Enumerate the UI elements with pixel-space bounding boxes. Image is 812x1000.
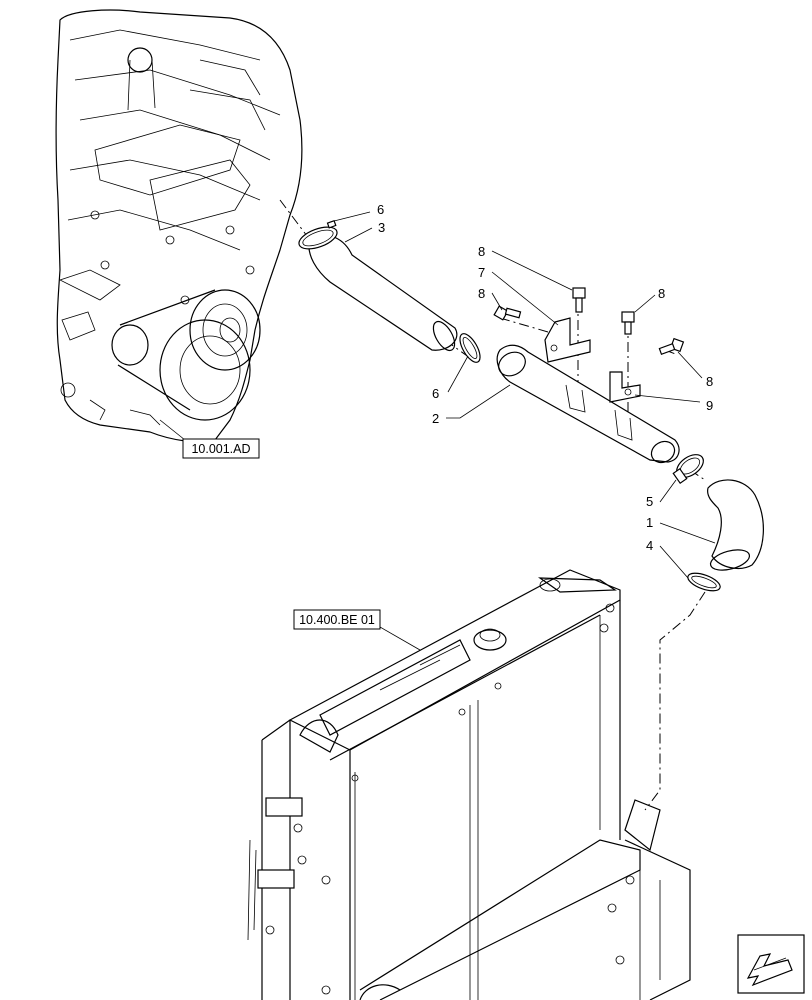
hose-clamp-6-lower xyxy=(459,333,481,363)
callout-label: 2 xyxy=(432,411,439,426)
callout-label: 7 xyxy=(478,265,485,280)
engine-reference-text: 10.001.AD xyxy=(191,442,250,456)
callout-label: 6 xyxy=(377,202,384,217)
next-page-arrow-icon[interactable] xyxy=(737,934,805,994)
callout-label: 8 xyxy=(478,286,485,301)
bracket-9 xyxy=(609,371,641,403)
upper-hose-3 xyxy=(308,234,458,352)
bolt-8-c xyxy=(621,311,635,335)
radiator-assembly-drawing xyxy=(247,569,691,1000)
callouts: 6 3 6 2 8 7 8 8 8 9 5 1 4 xyxy=(329,202,716,579)
lower-hose-1 xyxy=(707,479,764,571)
bolt-8-a xyxy=(572,287,586,313)
radiator-reference-text: 10.400.BE 01 xyxy=(299,613,375,627)
hose-clamp-4 xyxy=(687,572,721,592)
callout-label: 5 xyxy=(646,494,653,509)
callout-label: 9 xyxy=(706,398,713,413)
bracket-7 xyxy=(544,317,591,363)
engine-assembly-drawing xyxy=(55,9,303,443)
hose-clamp-5 xyxy=(672,454,704,485)
hose-clamp-6-top xyxy=(298,219,338,250)
callout-label: 8 xyxy=(658,286,665,301)
coolant-tube-2 xyxy=(496,344,680,464)
callout-label: 1 xyxy=(646,515,653,530)
callout-label: 8 xyxy=(706,374,713,389)
bolt-8-d xyxy=(658,337,685,355)
bolt-8-b xyxy=(493,305,522,321)
engine-reference-label[interactable]: 10.001.AD xyxy=(159,419,260,459)
callout-label: 3 xyxy=(378,220,385,235)
callout-label: 6 xyxy=(432,386,439,401)
callout-label: 4 xyxy=(646,538,653,553)
radiator-reference-label[interactable]: 10.400.BE 01 xyxy=(293,609,421,651)
callout-label: 8 xyxy=(478,244,485,259)
